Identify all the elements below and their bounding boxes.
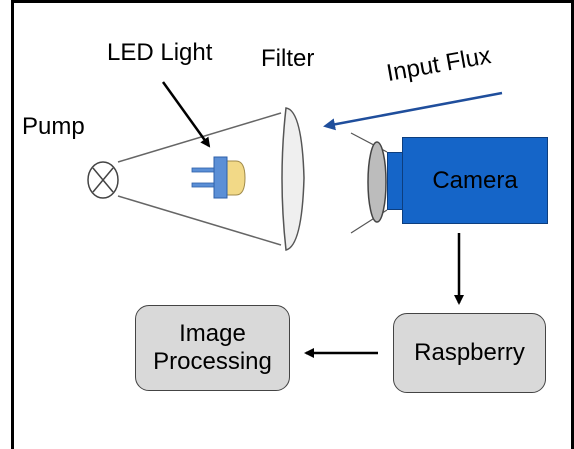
led-icon bbox=[191, 156, 246, 199]
camera-lens-icon bbox=[367, 141, 387, 223]
raspberry-label: Raspberry bbox=[414, 338, 525, 366]
camera-box: Camera bbox=[402, 137, 548, 224]
raspberry-box: Raspberry bbox=[393, 313, 546, 393]
input-flux-arrow bbox=[323, 91, 503, 131]
led-light-label: LED Light bbox=[107, 39, 213, 66]
image-processing-label-line2: Processing bbox=[153, 348, 272, 375]
camera-label: Camera bbox=[432, 166, 518, 194]
filter-label: Filter bbox=[261, 45, 315, 72]
pump-circle-x-icon bbox=[87, 161, 119, 199]
light-cone bbox=[117, 112, 282, 246]
led-pointer-arrow bbox=[161, 81, 211, 148]
image-processing-box: Image Processing bbox=[135, 305, 290, 391]
frame-left-border bbox=[11, 0, 14, 449]
frame-right-border bbox=[571, 0, 574, 449]
pump-label: Pump bbox=[22, 113, 85, 140]
image-processing-label-line1: Image bbox=[179, 319, 246, 347]
frame-top-border bbox=[11, 0, 574, 3]
filter-lens-icon bbox=[281, 107, 305, 251]
